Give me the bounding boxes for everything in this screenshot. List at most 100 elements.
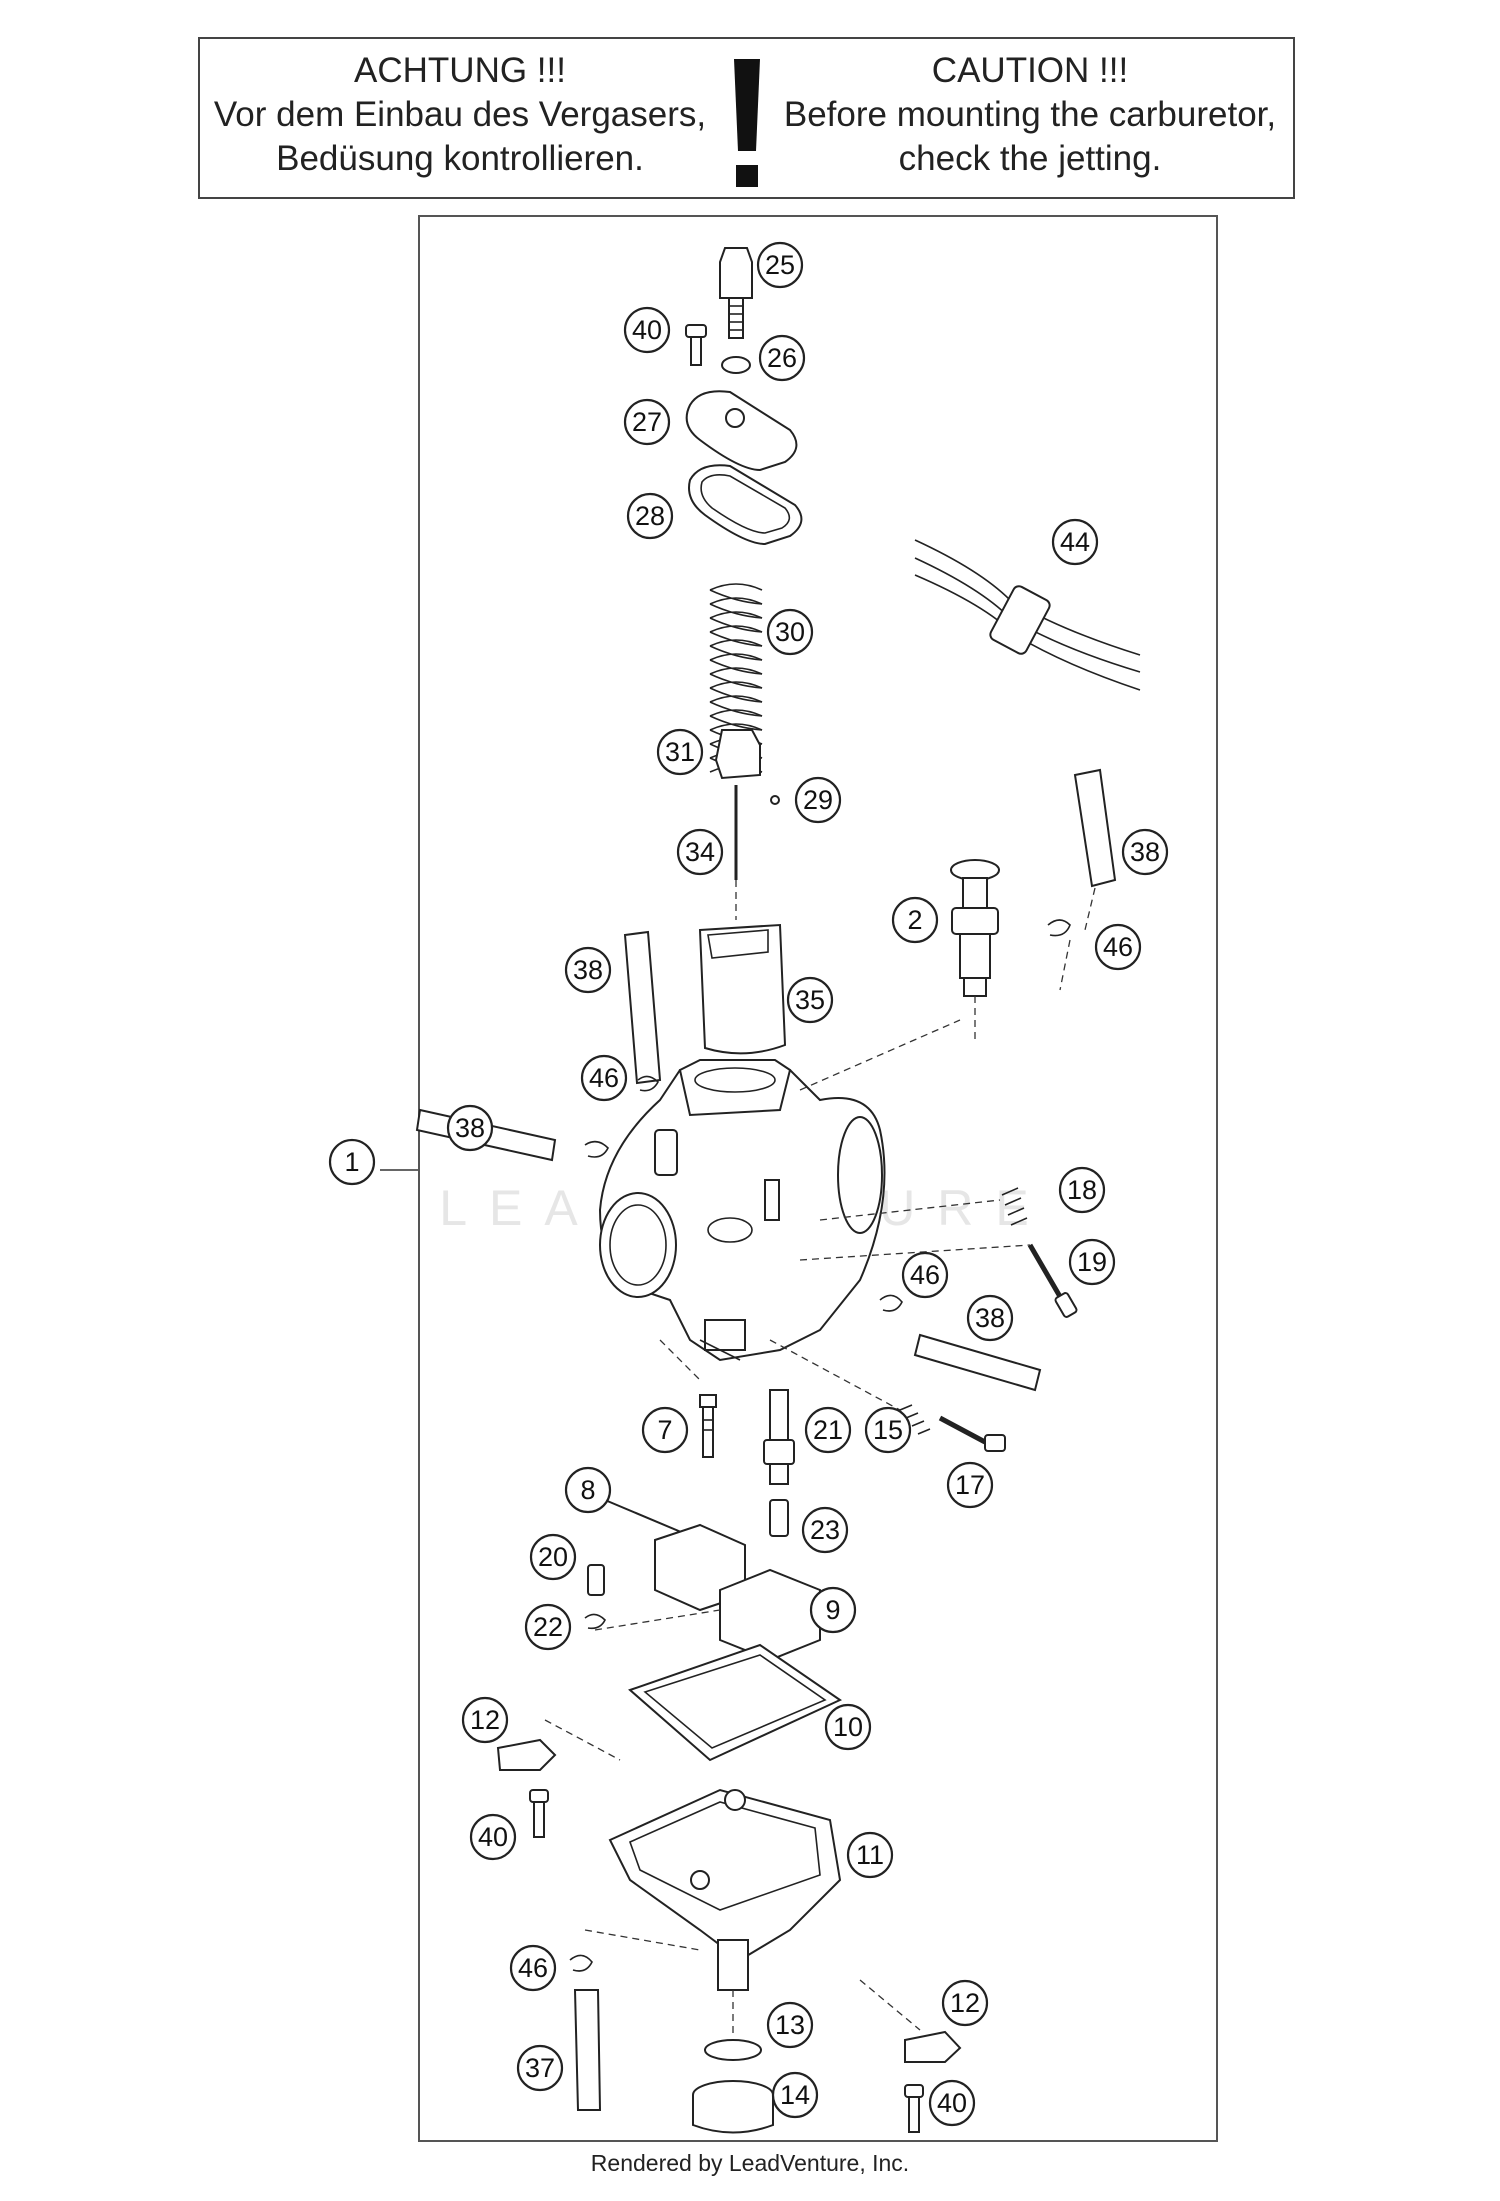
part-15-spring: [899, 1404, 931, 1435]
svg-text:28: 28: [635, 501, 665, 531]
callout-46-right: 46: [901, 1251, 949, 1299]
part-46-clip-d: [879, 1294, 903, 1312]
callout-12-left: 12: [461, 1696, 509, 1744]
callout-19: 19: [1068, 1238, 1116, 1286]
svg-text:46: 46: [910, 1260, 940, 1290]
part-13-o-ring: [704, 2039, 762, 2061]
part-29-clip: [770, 795, 780, 805]
svg-text:46: 46: [518, 1953, 548, 1983]
callout-8: 8: [564, 1466, 612, 1514]
part-26-nut: [721, 356, 751, 374]
svg-text:12: 12: [950, 1988, 980, 2018]
callout-46-left: 46: [580, 1054, 628, 1102]
callout-35: 35: [786, 976, 834, 1024]
svg-text:10: 10: [833, 1712, 863, 1742]
svg-text:37: 37: [525, 2053, 555, 2083]
svg-text:46: 46: [589, 1063, 619, 1093]
svg-text:19: 19: [1077, 1247, 1107, 1277]
svg-text:17: 17: [955, 1470, 985, 1500]
caution-german: ACHTUNG !!! Vor dem Einbau des Vergasers…: [200, 49, 720, 181]
svg-text:44: 44: [1060, 527, 1090, 557]
part-25-adjuster-cap: [719, 247, 753, 339]
part-27-cover: [685, 390, 798, 472]
callout-2: 2: [891, 896, 939, 944]
part-17-air-screw: [938, 1415, 1006, 1452]
part-38-hose-right: [913, 1333, 1042, 1392]
callout-22: 22: [524, 1603, 572, 1651]
callout-20: 20: [529, 1533, 577, 1581]
svg-text:12: 12: [470, 1705, 500, 1735]
svg-text:8: 8: [580, 1475, 595, 1505]
callout-40-left: 40: [469, 1813, 517, 1861]
diagram-frame: [418, 215, 1218, 2142]
svg-text:30: 30: [775, 617, 805, 647]
svg-text:7: 7: [657, 1415, 672, 1445]
callout-29: 29: [794, 776, 842, 824]
callout-17: 17: [946, 1461, 994, 1509]
part-40-screw-top: [685, 324, 707, 366]
callout-34: 34: [676, 828, 724, 876]
svg-text:38: 38: [573, 955, 603, 985]
svg-text:35: 35: [795, 985, 825, 1015]
svg-text:14: 14: [780, 2080, 810, 2110]
callout-10: 10: [824, 1703, 872, 1751]
callout-23: 23: [801, 1506, 849, 1554]
callout-40-bottom: 40: [928, 2079, 976, 2127]
caution-de-line-2: Vor dem Einbau des Vergasers,: [213, 95, 707, 134]
part-23-main-jet: [769, 1499, 789, 1537]
part-19-idle-screw: [1027, 1243, 1078, 1318]
callout-38-left: 38: [564, 946, 612, 994]
svg-text:40: 40: [478, 1822, 508, 1852]
svg-text:38: 38: [975, 1303, 1005, 1333]
svg-text:22: 22: [533, 1612, 563, 1642]
svg-text:9: 9: [825, 1595, 840, 1625]
svg-text:29: 29: [803, 785, 833, 815]
part-46-clip-e: [569, 1954, 593, 1972]
part-22-clip: [584, 1613, 606, 1630]
svg-text:34: 34: [685, 837, 715, 867]
callout-13: 13: [766, 2001, 814, 2049]
part-46-clip-a: [1047, 919, 1071, 937]
part-20-float-valve: [587, 1564, 605, 1596]
callout-40-top: 40: [623, 306, 671, 354]
callout-21: 21: [804, 1406, 852, 1454]
part-31-needle-holder: [714, 729, 761, 780]
callout-12-right: 12: [941, 1979, 989, 2027]
part-7-needle-jet: [699, 1394, 717, 1458]
svg-text:20: 20: [538, 1542, 568, 1572]
part-18-spring: [1001, 1187, 1028, 1226]
part-44-hose-holder: [914, 539, 1141, 691]
caution-de-line-3: Bedüsung kontrollieren.: [276, 139, 644, 178]
caution-english: CAUTION !!! Before mounting the carburet…: [770, 49, 1290, 181]
callout-15: 15: [864, 1406, 912, 1454]
svg-text:23: 23: [810, 1515, 840, 1545]
svg-text:26: 26: [767, 343, 797, 373]
part-35-throttle-slide: [698, 923, 787, 1055]
callout-26: 26: [758, 334, 806, 382]
svg-text:46: 46: [1103, 932, 1133, 962]
svg-text:1: 1: [344, 1147, 359, 1177]
part-28-gasket: [688, 464, 803, 546]
callout-28: 28: [626, 492, 674, 540]
part-12-bracket-left: [496, 1738, 557, 1771]
callout-7: 7: [641, 1406, 689, 1454]
callout-14: 14: [771, 2071, 819, 2119]
callout-37: 37: [516, 2044, 564, 2092]
part-46-clip-b: [637, 1075, 659, 1092]
exclamation-icon: [734, 59, 760, 187]
callout-1: 1: [328, 1138, 376, 1186]
part-38-hose-upper-right: [1073, 768, 1117, 888]
callout-38-side: 38: [446, 1104, 494, 1152]
part-1-carburetor-body: [598, 1059, 886, 1362]
caution-en-line-1: CAUTION !!!: [931, 51, 1129, 90]
callout-46-bottom: 46: [509, 1944, 557, 1992]
svg-text:15: 15: [873, 1415, 903, 1445]
part-14-drain-plug: [692, 2080, 774, 2134]
part-2-choke-plunger: [950, 859, 1000, 1040]
svg-text:13: 13: [775, 2010, 805, 2040]
svg-text:25: 25: [765, 250, 795, 280]
callout-9: 9: [809, 1586, 857, 1634]
caution-de-line-1: ACHTUNG !!!: [354, 51, 566, 90]
callout-27: 27: [623, 398, 671, 446]
